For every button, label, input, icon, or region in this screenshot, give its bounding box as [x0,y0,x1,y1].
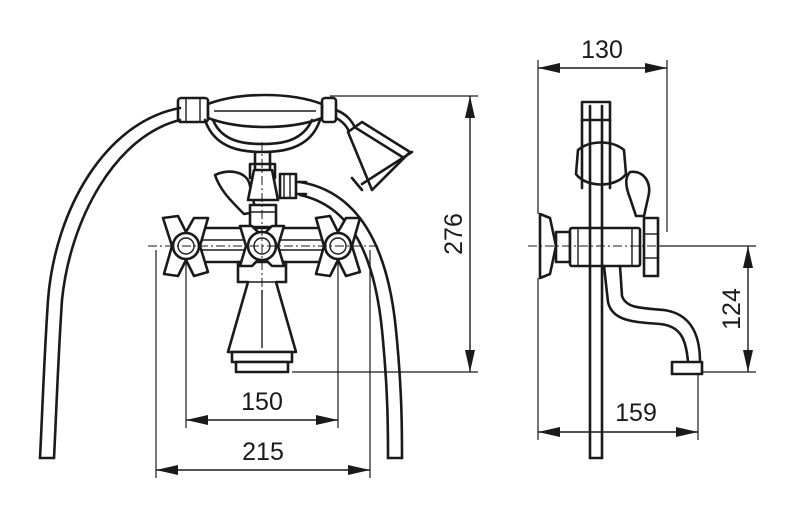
side-spout-outlet [670,360,704,376]
side-body [568,226,642,268]
side-connector [554,230,572,264]
side-top-nut [580,100,612,122]
dim-handle-spacing: 150 [241,388,283,416]
handset-cradle [176,93,338,180]
dim-spout-reach: 159 [615,399,657,427]
side-handle-stem [642,216,660,278]
dim-overall-width: 215 [242,438,284,466]
side-lever [624,170,651,218]
dim-depth: 130 [581,36,623,64]
shower-head [334,108,414,192]
side-view [528,100,704,460]
shower-hose [38,106,404,460]
side-spout [602,264,690,364]
front-view [38,93,414,460]
dim-total-height: 276 [440,213,468,255]
dimension-lines [155,60,756,478]
dim-spout-height: 124 [718,288,746,330]
